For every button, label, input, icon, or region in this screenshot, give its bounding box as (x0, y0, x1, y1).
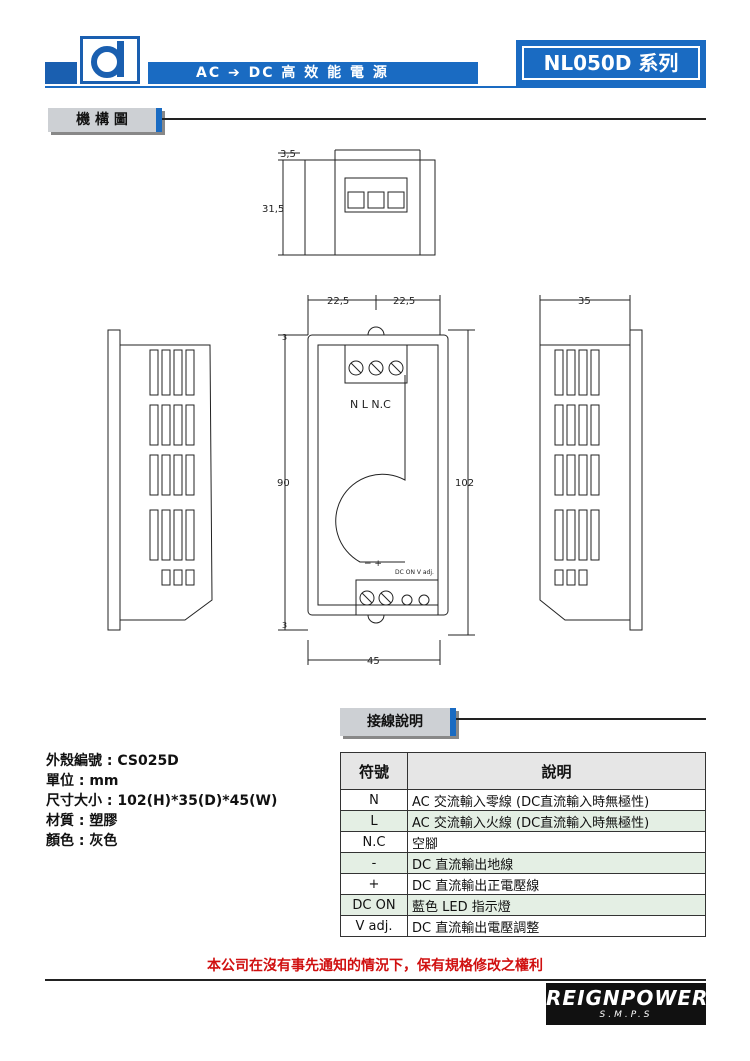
dim-half-width-left: 22,5 (327, 296, 349, 307)
header-bar (148, 62, 478, 84)
front-input-terminal (344, 344, 408, 384)
table-row: V adj.DC 直流輸出電壓調整 (340, 915, 706, 937)
header-title: AC ➔ DC 高 效 能 電 源 (196, 65, 389, 81)
dim-half-width-right: 22,5 (393, 296, 415, 307)
dim-top-height: 31,5 (262, 204, 284, 215)
output-adj-label: DC ON V adj. (395, 569, 434, 576)
table-header-symbol: 符號 (340, 752, 408, 790)
front-output-terminal (355, 579, 439, 616)
footer-divider (45, 979, 706, 981)
left-view-rail (107, 329, 121, 631)
dim-edge-bottom: 3 (282, 621, 287, 630)
company-logo (80, 36, 140, 84)
table-header-desc: 說明 (407, 752, 706, 790)
dim-depth: 35 (578, 296, 591, 307)
mechanical-drawing: 3,5 31,5 22,5 22,5 35 90 102 45 3 3 N L … (107, 149, 643, 667)
header-accent-block (45, 62, 77, 84)
right-view-rail (629, 329, 643, 631)
section-divider (456, 718, 706, 720)
section-tab-mechanical: 機 構 圖 (48, 108, 162, 132)
series-title: NL050D 系列 (543, 51, 679, 75)
section-tab-wiring: 接線說明 (340, 708, 456, 736)
brand-subtitle: S.M.P.S (599, 1010, 653, 1020)
section-divider (162, 118, 706, 120)
table-row: +DC 直流輸出正電壓線 (340, 873, 706, 895)
spec-material: 材質 : 塑膠 (46, 813, 118, 829)
brand-logo (546, 983, 706, 1025)
top-view-terminal (344, 177, 408, 213)
header-divider (45, 86, 706, 88)
spec-case-no: 外殼編號 : CS025D (46, 753, 179, 769)
dim-top-margin: 3,5 (280, 149, 296, 160)
spec-color: 顏色 : 灰色 (46, 833, 118, 849)
input-terminal-label: N L N.C (350, 398, 391, 411)
disclaimer-notice: 本公司在沒有事先通知的情況下，保有規格修改之權利 (207, 958, 543, 974)
table-row: -DC 直流輸出地線 (340, 852, 706, 874)
output-polarity-label: − + (364, 559, 382, 569)
spec-unit: 單位 : mm (46, 773, 119, 789)
brand-name: REIGNPOWER (546, 986, 709, 1010)
dim-width: 45 (367, 656, 380, 667)
spec-size: 尺寸大小 : 102(H)*35(D)*45(W) (46, 793, 278, 809)
dim-total-height: 102 (455, 478, 474, 489)
series-box (516, 40, 706, 86)
dim-edge-top: 3 (282, 333, 287, 342)
dim-inner-height: 90 (277, 478, 290, 489)
